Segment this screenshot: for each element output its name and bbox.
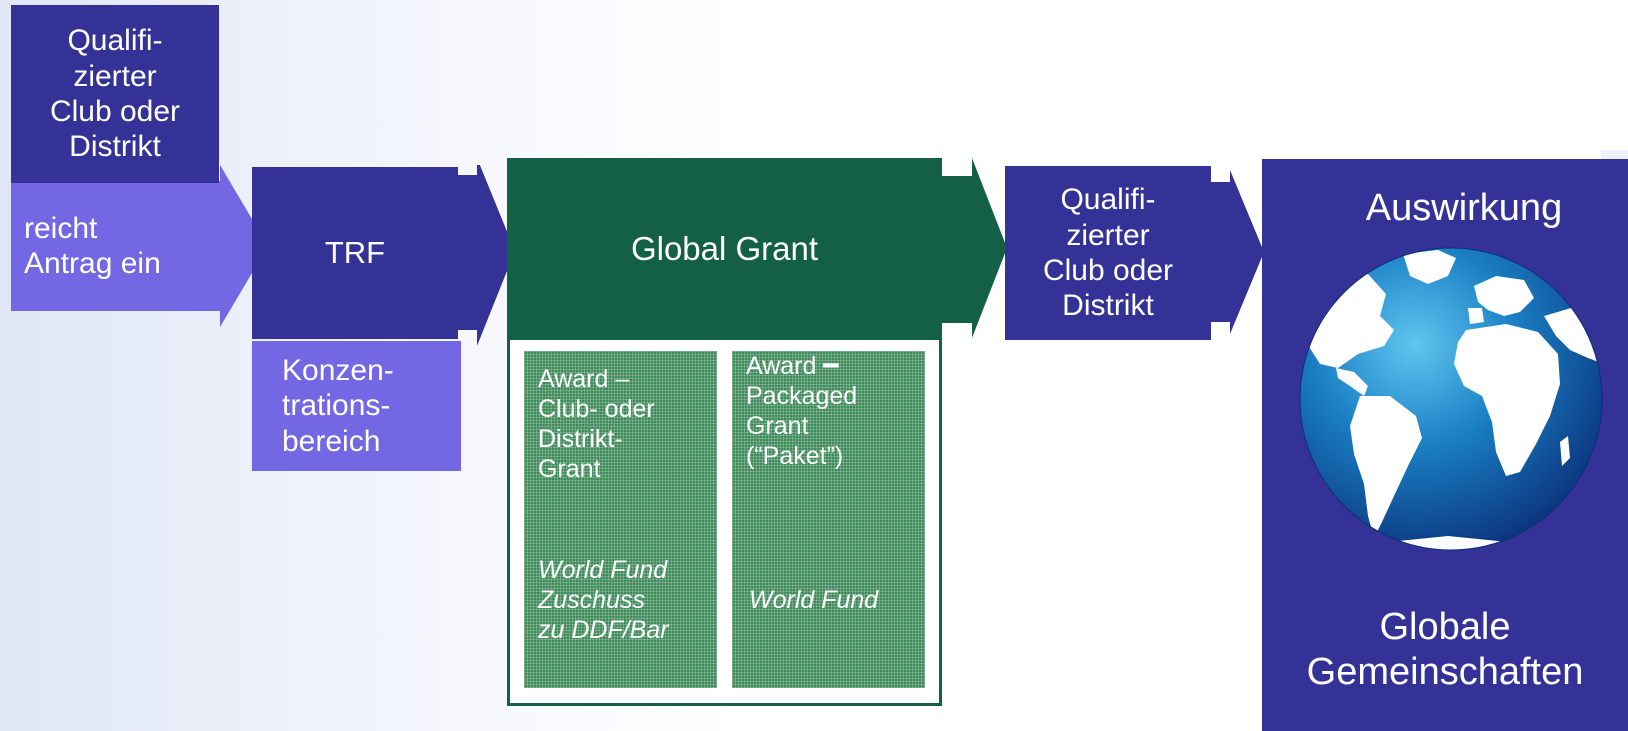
recipient-arrow	[1005, 166, 1264, 340]
impact-caption-box: Globale Gemeinschaften	[1262, 590, 1628, 710]
applicant-title: Qualifi- zierter Club oder Distrikt	[49, 24, 181, 164]
trf-label: TRF	[324, 234, 386, 270]
impact-title: Auswirkung	[1365, 186, 1563, 229]
trf-arrow	[252, 165, 515, 345]
global-grant-title: Global Grant	[630, 229, 819, 267]
impact-title-box: Auswirkung	[1300, 178, 1628, 238]
global-grant-arrow	[507, 158, 1007, 340]
submit-label-box: reicht Antrag ein	[24, 196, 224, 296]
submit-label: reicht Antrag ein	[24, 211, 161, 280]
award-packaged-grant: Award ━ Packaged Grant (“Paket”) World F…	[732, 351, 925, 688]
award-packaged-funding: World Fund	[749, 586, 879, 614]
recipient-title: Qualifi- zierter Club oder Distrikt	[1042, 183, 1174, 323]
award-packaged-title: Award ━ Packaged Grant (“Paket”)	[746, 352, 858, 470]
impact-caption: Globale Gemeinschaften	[1306, 606, 1584, 693]
award-club-district-grant: Award – Club- oder Distrikt- Grant World…	[524, 351, 717, 688]
award-club-district-title: Award – Club- oder Distrikt- Grant	[538, 365, 655, 483]
global-grant-header: Global Grant	[507, 158, 942, 340]
award-club-district-funding: World Fund Zuschuss zu DDF/Bar	[538, 556, 669, 644]
globe-icon	[1299, 247, 1603, 551]
submit-arrow	[11, 165, 268, 327]
focus-area-label: Konzen- trations- bereich	[282, 353, 394, 458]
applicant-box: Qualifi- zierter Club oder Distrikt	[11, 5, 219, 183]
recipient-box: Qualifi- zierter Club oder Distrikt	[1005, 166, 1211, 340]
trf-box: TRF	[252, 167, 458, 339]
focus-area-box: Konzen- trations- bereich	[252, 341, 461, 471]
